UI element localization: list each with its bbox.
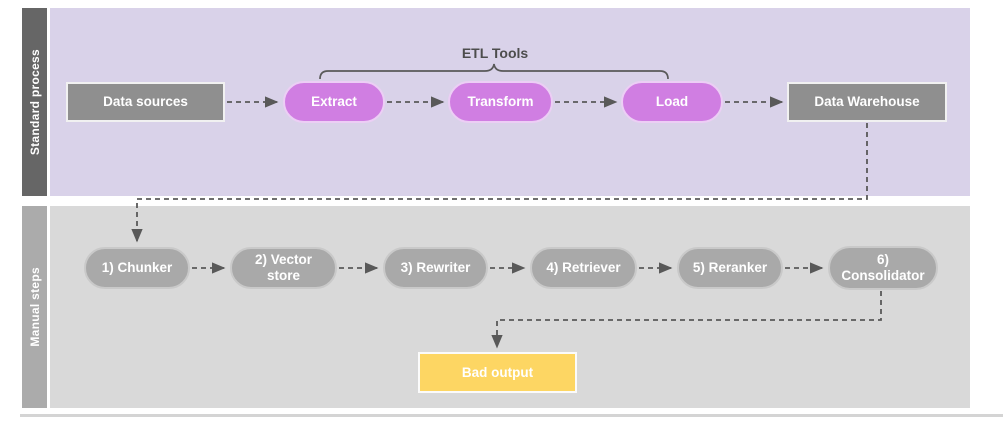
node-vector-store-label: 2) Vector store [254,252,313,283]
node-extract[interactable]: Extract [283,81,385,123]
node-consolidator-label: 6) Consolidator [841,252,925,283]
node-reranker-label: 5) Reranker [692,260,768,276]
node-data-sources[interactable]: Data sources [66,82,225,122]
node-data-warehouse[interactable]: Data Warehouse [787,82,947,122]
node-vector-store[interactable]: 2) Vector store [230,247,337,289]
node-data-warehouse-label: Data Warehouse [814,94,920,110]
node-consolidator[interactable]: 6) Consolidator [828,246,938,290]
node-transform[interactable]: Transform [448,81,553,123]
bottom-divider [20,414,1003,417]
node-chunker-label: 1) Chunker [101,260,173,276]
node-rewriter-label: 3) Rewriter [400,260,471,276]
node-retriever-label: 4) Retriever [546,260,621,276]
node-bad-output[interactable]: Bad output [418,352,577,393]
lane-label-manual-steps: Manual steps [22,206,47,408]
node-transform-label: Transform [467,94,534,110]
node-bad-output-label: Bad output [461,364,534,380]
node-rewriter[interactable]: 3) Rewriter [383,247,488,289]
node-load-label: Load [655,94,689,110]
etl-tools-group-label: ETL Tools [461,45,529,61]
node-retriever[interactable]: 4) Retriever [530,247,637,289]
node-extract-label: Extract [311,94,357,110]
node-data-sources-label: Data sources [103,94,188,110]
node-reranker[interactable]: 5) Reranker [677,247,783,289]
lane-label-standard-process: Standard process [22,8,47,196]
lane-label-standard-process-text: Standard process [27,48,42,156]
node-load[interactable]: Load [621,81,723,123]
node-chunker[interactable]: 1) Chunker [84,247,190,289]
lane-label-manual-steps-text: Manual steps [27,267,42,347]
